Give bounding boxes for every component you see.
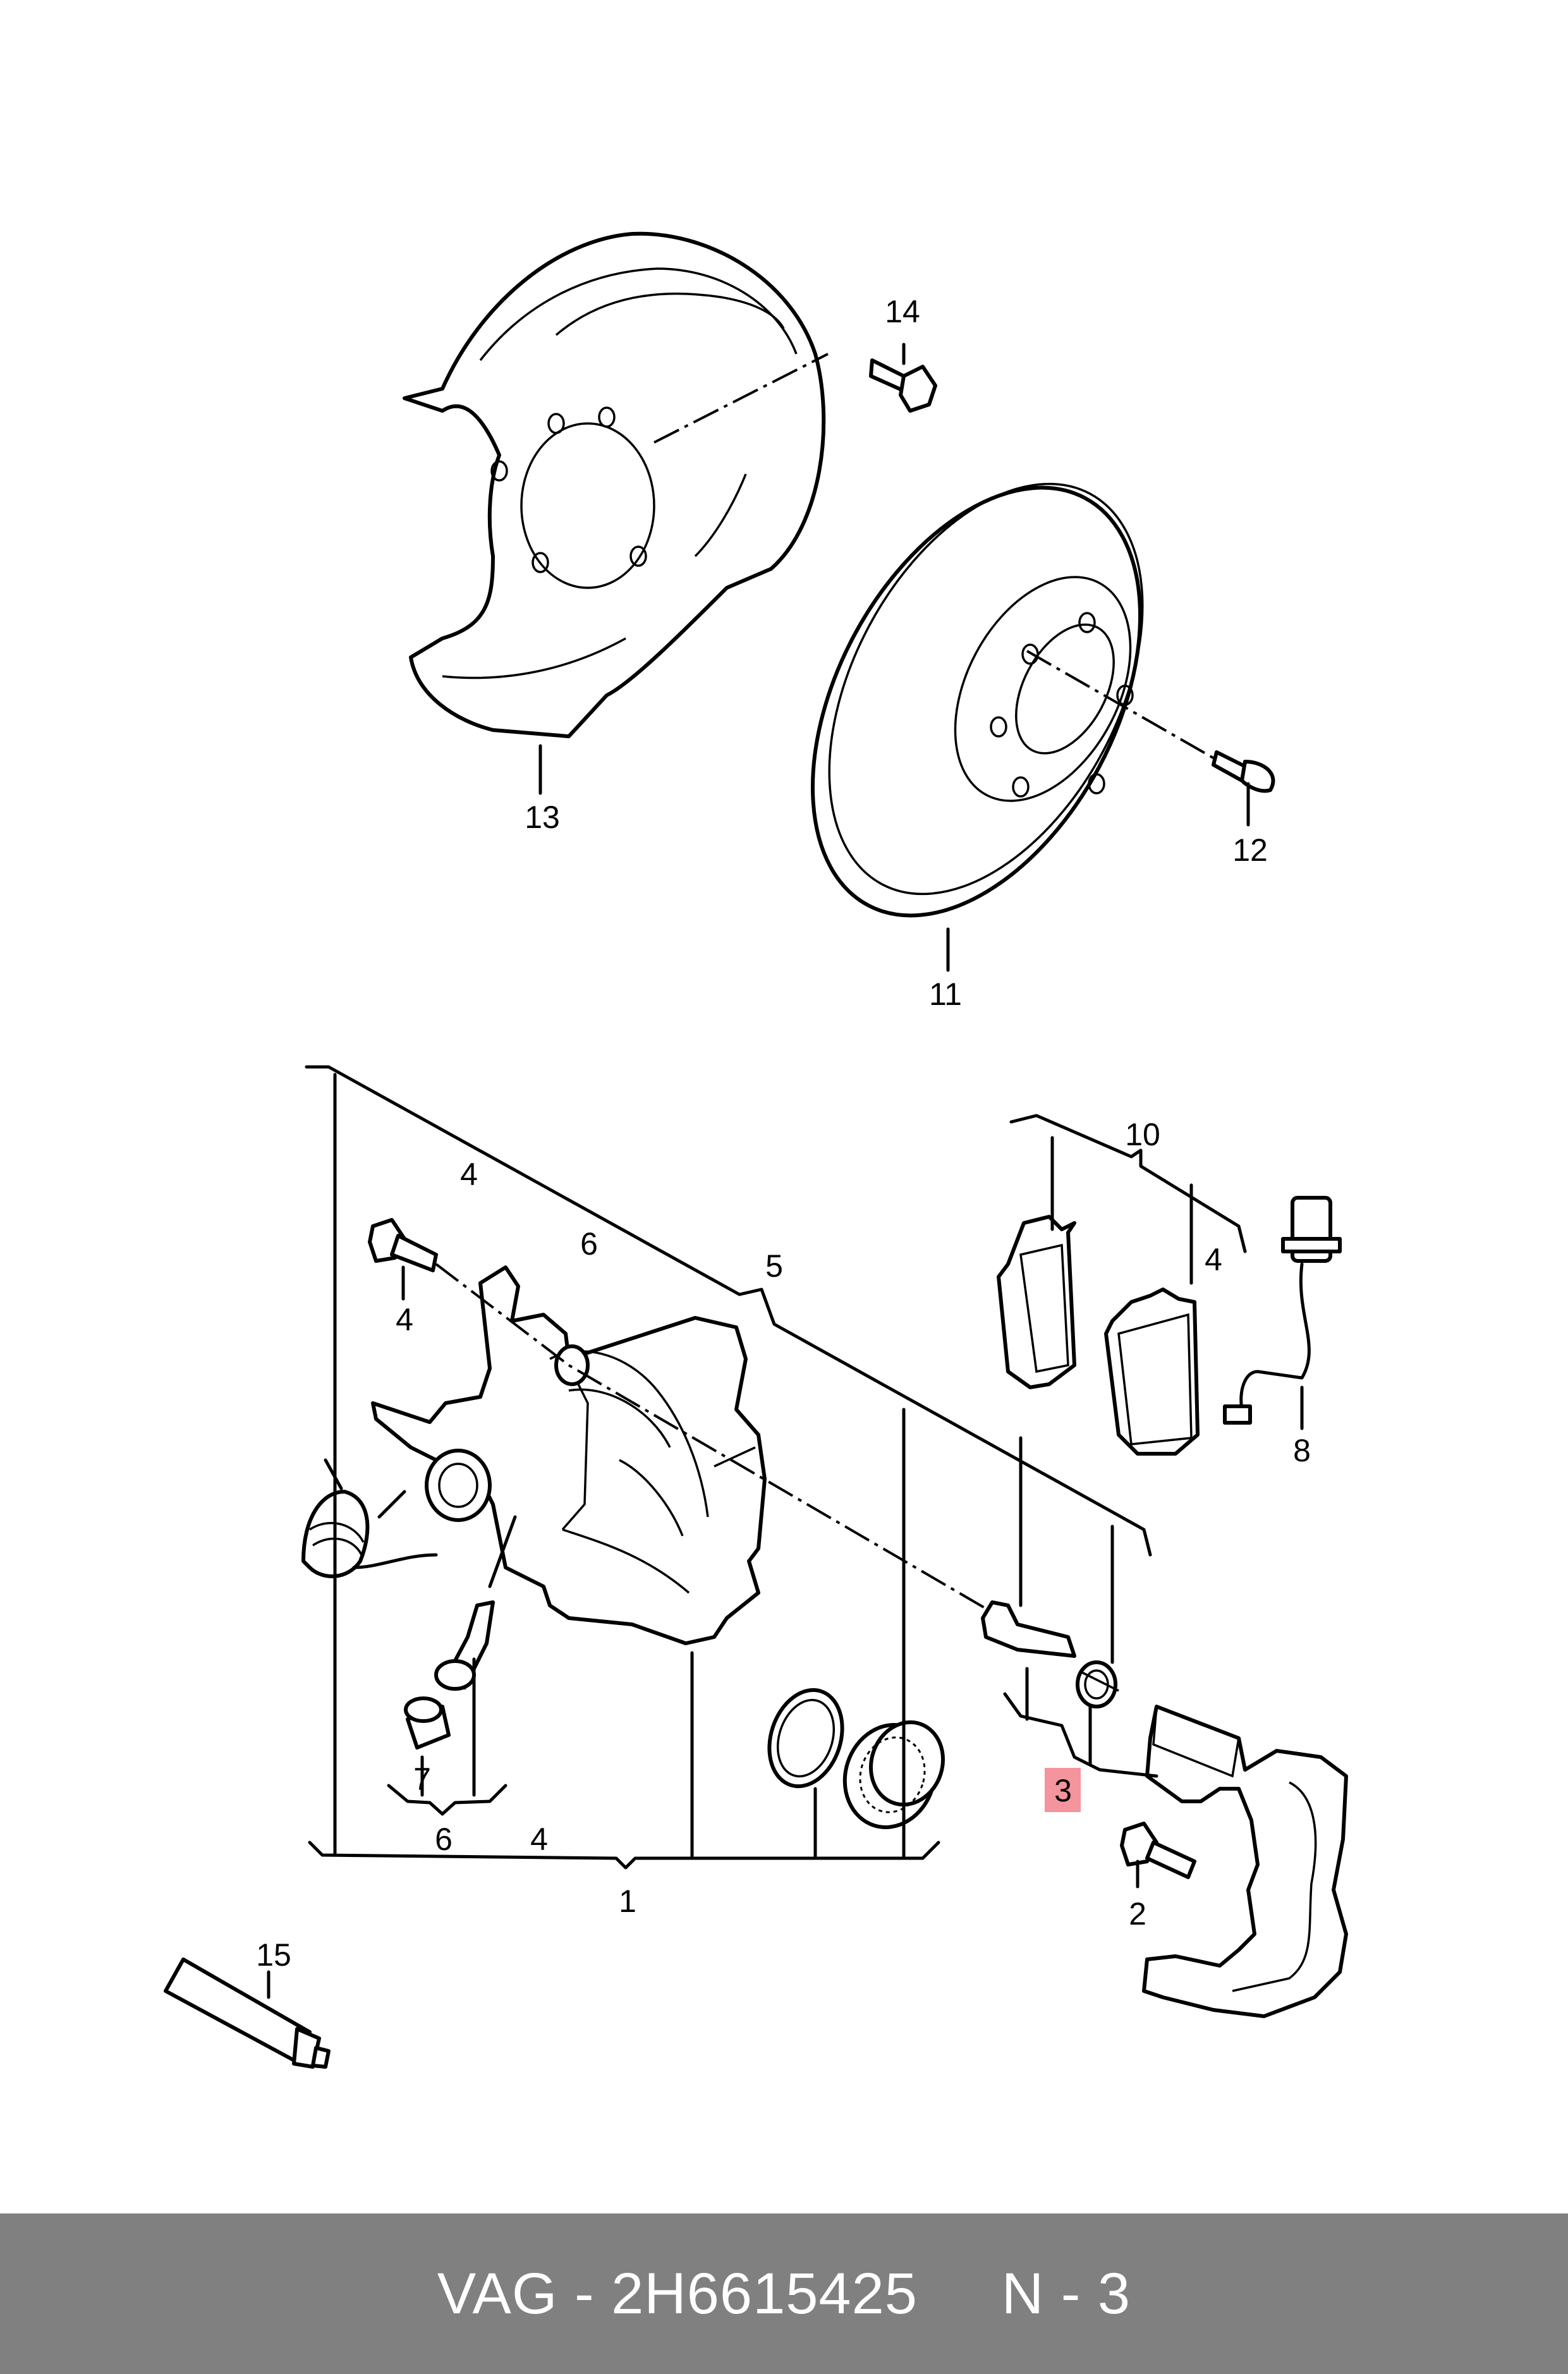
bolt-part-14 — [869, 358, 937, 413]
piston-boot — [842, 1720, 945, 1829]
callout-10: 10 — [1125, 1117, 1160, 1152]
guide-bushing — [1076, 1660, 1119, 1708]
callout-11: 11 — [929, 977, 962, 1012]
callout-13: 13 — [525, 800, 560, 835]
callout-4-bolt: 4 — [396, 1302, 413, 1337]
callout-14: 14 — [885, 294, 920, 329]
wear-sensor-part-8 — [1223, 1196, 1342, 1425]
callout-15: 15 — [256, 1937, 291, 1973]
callout-4-pads: 4 — [1205, 1242, 1222, 1277]
spring-clip — [301, 1458, 438, 1578]
dust-cap-part-7 — [404, 1696, 451, 1750]
callout-7: 7 — [413, 1762, 431, 1797]
brake-caliper-body — [371, 1265, 767, 1645]
callout-5: 5 — [765, 1248, 783, 1284]
brake-pad-right — [1104, 1287, 1200, 1456]
caliper-carrier-bracket — [1142, 1705, 1348, 2018]
seal-ring — [767, 1688, 844, 1789]
callout-4-bottom: 4 — [530, 1822, 548, 1857]
callout-8: 8 — [1293, 1433, 1311, 1468]
guide-pin — [981, 1600, 1076, 1658]
splash-shield-part-13 — [403, 231, 826, 738]
part-number-caption: VAG - 2H6615425 N - 3 — [437, 2261, 1131, 2326]
footer-bar: VAG - 2H6615425 N - 3 — [0, 2213, 1568, 2374]
callout-6-bottom: 6 — [435, 1822, 453, 1857]
callout-6-top: 6 — [580, 1226, 598, 1262]
callout-1: 1 — [619, 1884, 636, 1919]
callout-3-highlighted: 3 — [1054, 1773, 1072, 1808]
carrier-bolt-part-2 — [1120, 1822, 1196, 1879]
callout-2: 2 — [1129, 1896, 1146, 1932]
screw-part-12 — [1212, 750, 1275, 793]
leader-lines — [267, 343, 1304, 1999]
highlighted-callout-box — [1045, 1768, 1081, 1812]
exploded-parts-diagram: 14 13 12 11 10 4 6 5 4 4 8 7 6 4 1 2 15 … — [164, 231, 1348, 2069]
brake-disc-part-11 — [810, 482, 1144, 918]
brake-pad-left — [997, 1215, 1076, 1389]
bleeder-valve-part-7 — [434, 1600, 495, 1691]
guide-bolt-part-4-top — [368, 1218, 438, 1272]
grease-tube-part-15 — [164, 1957, 331, 2069]
callout-labels: 14 13 12 11 10 4 6 5 4 4 8 7 6 4 1 2 15 … — [256, 294, 1311, 1973]
callout-12: 12 — [1232, 832, 1268, 868]
callout-4-top: 4 — [460, 1157, 478, 1192]
